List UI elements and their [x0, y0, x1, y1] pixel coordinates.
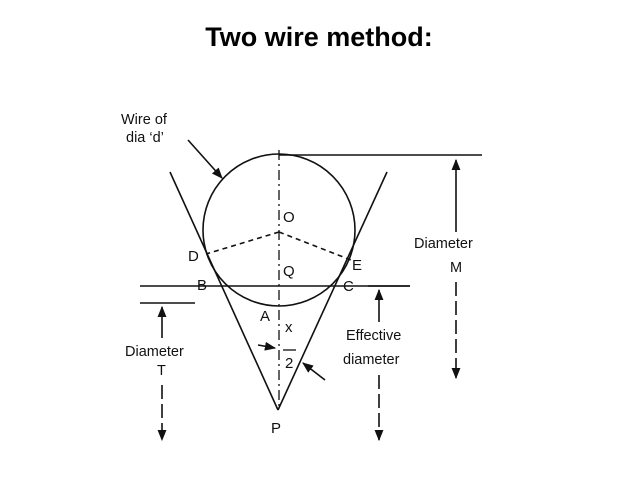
thread-flank-right	[277, 171, 388, 411]
point-q-label: Q	[283, 263, 295, 280]
wire-label-leader	[187, 139, 223, 179]
point-b-label: B	[197, 277, 207, 294]
effective-label-line1: Effective	[346, 328, 401, 344]
fraction-denominator: 2	[285, 355, 293, 372]
effective-leader	[302, 362, 326, 381]
diameter-m-label-line2: M	[450, 260, 462, 276]
thread-flank-left	[169, 171, 279, 411]
angle-indicator	[257, 341, 277, 351]
effective-label-line2: diameter	[343, 352, 400, 368]
fraction-numerator: x	[285, 319, 293, 336]
diameter-t-label-line2: T	[157, 363, 166, 379]
wire-label-line1: Wire of	[121, 112, 168, 128]
slide-title: Two wire method:	[205, 22, 433, 52]
diameter-t-label-line1: Diameter	[125, 344, 184, 360]
point-o-label: O	[283, 209, 295, 226]
point-a-label: A	[260, 308, 270, 325]
point-p-label: P	[271, 420, 281, 437]
point-c-label: C	[343, 278, 354, 295]
radius-od	[205, 231, 280, 255]
wire-label-line2: dia ‘d’	[126, 130, 164, 146]
diameter-m-label-line1: Diameter	[414, 236, 473, 252]
radius-oe	[278, 231, 352, 261]
point-e-label: E	[352, 257, 362, 274]
point-d-label: D	[188, 248, 199, 265]
